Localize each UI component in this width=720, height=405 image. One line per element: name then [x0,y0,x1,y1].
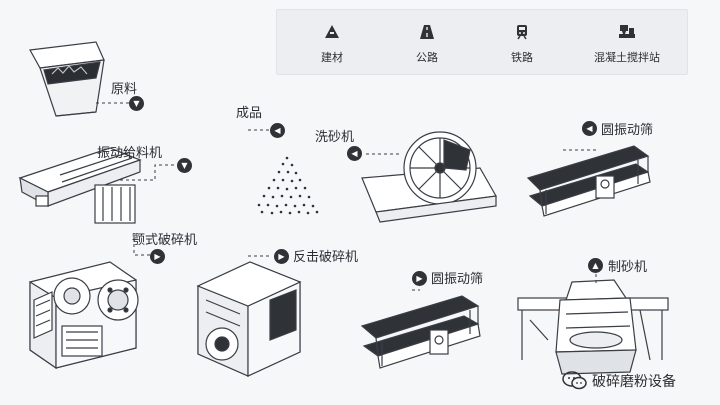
building-material-icon [282,23,382,41]
label-circular-screen-bottom: 圆振动筛 [431,272,484,287]
watermark: 破碎磨粉设备 [562,368,718,394]
legend-label: 公路 [416,51,438,64]
label-finished-product: 成品 [236,106,263,121]
chevron-right-icon: ▶ [274,249,289,264]
impact-crusher [196,261,302,377]
label-sand-washer: 洗砂机 [315,130,355,145]
label-raw-material: 原料 [111,82,138,97]
chevron-down-icon: ▼ [129,96,144,111]
circular-screen-bottom [360,295,481,369]
railway-icon [472,23,572,41]
watermark-text: 破碎磨粉设备 [592,374,676,390]
raw-material-hopper [29,41,105,117]
label-sand-maker: 制砂机 [608,260,648,275]
finished-product-pile [257,156,319,215]
wechat-icon [562,371,588,391]
chevron-right-icon: ▶ [412,271,427,286]
chevron-up-icon: ▲ [588,258,603,273]
chevron-right-icon: ▶ [150,249,165,264]
jaw-crusher [29,261,139,370]
application-legend: 建材 公路 铁路 [276,9,688,75]
legend-label: 铁路 [511,51,533,64]
chevron-left-icon: ◀ [270,123,285,138]
chevron-down-icon: ▼ [177,158,192,173]
sand-washer [361,131,497,223]
chevron-left-icon: ◀ [347,146,362,161]
label-jaw-crusher: 颚式破碎机 [132,233,198,248]
legend-item-railway: 铁路 [472,10,572,74]
legend-item-concrete-mixer: 混凝土搅拌站 [572,10,682,74]
concrete-mixer-icon [572,23,682,41]
sand-making-machine [517,279,669,375]
label-vibrating-feeder: 振动给料机 [97,146,163,161]
circular-screen-top [526,145,651,217]
highway-icon [377,23,477,41]
label-impact-crusher: 反击破碎机 [293,250,359,265]
legend-item-building-material: 建材 [282,10,382,74]
vibrating-feeder [18,147,142,224]
legend-item-highway: 公路 [377,10,477,74]
label-circular-screen-top: 圆振动筛 [601,123,654,138]
legend-label: 建材 [321,51,343,64]
chevron-left-icon: ◀ [582,121,597,136]
legend-label: 混凝土搅拌站 [594,51,660,64]
